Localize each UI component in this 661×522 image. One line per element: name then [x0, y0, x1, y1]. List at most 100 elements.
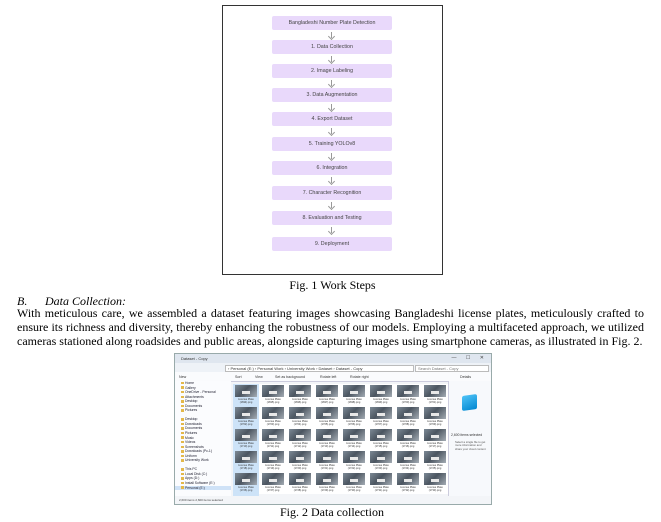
file-tile: License Plate (1712).png	[287, 428, 313, 452]
flow-arrow	[331, 56, 332, 62]
image-thumbnail	[343, 385, 365, 397]
window-controls: — ☐ ✕	[451, 355, 488, 361]
image-thumbnail	[262, 451, 284, 463]
flow-arrow	[331, 202, 332, 208]
file-tile: License Plate (1722).png	[341, 450, 367, 474]
image-thumbnail	[262, 473, 284, 485]
image-thumbnail	[370, 385, 392, 397]
file-label: License Plate (1731).png	[373, 486, 389, 492]
file-label: License Plate (1695).png	[265, 398, 281, 404]
folder-icon	[181, 454, 184, 458]
file-tile: License Plate (1708).png	[395, 406, 421, 430]
sidebar-item: Attachments	[175, 395, 231, 400]
image-thumbnail	[235, 385, 257, 397]
folder-icon	[181, 440, 184, 444]
window-title: Dataset - Copy	[181, 356, 208, 361]
sidebar-item: Install Software (E:)	[175, 481, 231, 486]
image-thumbnail	[424, 429, 446, 441]
file-tile: License Plate (1719).png	[260, 450, 286, 474]
folder-icon	[181, 468, 184, 471]
sidebar-item: Gallery	[175, 386, 231, 391]
window-titlebar: Dataset - Copy — ☐ ✕	[175, 354, 491, 363]
image-thumbnail	[262, 429, 284, 441]
file-label: License Plate (1707).png	[373, 420, 389, 426]
file-tile: License Plate (1717).png	[422, 428, 448, 452]
file-label: License Plate (1709).png	[427, 420, 443, 426]
file-label: License Plate (1717).png	[427, 442, 443, 448]
image-thumbnail	[289, 429, 311, 441]
toolbar-sort: Sort	[235, 374, 242, 379]
file-label: License Plate (1714).png	[346, 442, 362, 448]
toolbar-set-background: Set as background	[275, 374, 305, 379]
file-label: License Plate (1699).png	[373, 398, 389, 404]
image-thumbnail	[343, 473, 365, 485]
file-label: License Plate (1713).png	[319, 442, 335, 448]
file-label: License Plate (1730).png	[346, 486, 362, 492]
flow-arrow	[331, 80, 332, 86]
selection-count: 2,600 items selected	[451, 433, 483, 437]
file-tile: License Plate (1733).png	[422, 472, 448, 496]
file-label: License Plate (1720).png	[292, 464, 308, 470]
image-thumbnail	[289, 385, 311, 397]
file-tile: License Plate (1702).png	[233, 406, 259, 430]
image-thumbnail	[370, 451, 392, 463]
flow-step-2: 2. Image Labeling	[272, 64, 392, 78]
preview-pane: 2,600 items selected Select a single fil…	[448, 381, 491, 496]
image-thumbnail	[397, 451, 419, 463]
file-label: License Plate (1725).png	[427, 464, 443, 470]
file-tile: License Plate (1721).png	[314, 450, 340, 474]
figure-2-caption: Fig. 2 Data collection	[280, 505, 384, 519]
file-tile: License Plate (1701).png	[422, 384, 448, 408]
folder-icon	[181, 445, 184, 449]
file-tile: License Plate (1704).png	[287, 406, 313, 430]
toolbar-rotate-right: Rotate right	[350, 374, 369, 379]
file-label: License Plate (1716).png	[400, 442, 416, 448]
image-thumbnail	[397, 473, 419, 485]
file-label: License Plate (1723).png	[373, 464, 389, 470]
image-thumbnail	[289, 451, 311, 463]
flow-arrow	[331, 32, 332, 38]
image-thumbnail	[235, 473, 257, 485]
folder-icon	[181, 472, 184, 476]
flow-step-4: 4. Export Dataset	[272, 112, 392, 126]
file-tile: License Plate (1723).png	[368, 450, 394, 474]
file-label: License Plate (1727).png	[265, 486, 281, 492]
sidebar-item: Desktop	[175, 417, 231, 422]
file-explorer-screenshot: Dataset - Copy — ☐ ✕ › Personal (E:) › P…	[174, 353, 492, 505]
folder-icon	[181, 427, 184, 430]
file-label: License Plate (1704).png	[292, 420, 308, 426]
image-thumbnail	[370, 429, 392, 441]
toolbar-view: View	[255, 374, 263, 379]
file-label: License Plate (1711).png	[265, 442, 281, 448]
flow-arrow	[331, 227, 332, 233]
file-label: License Plate (1700).png	[400, 398, 416, 404]
flow-step-5: 5. Training YOLOv8	[272, 137, 392, 151]
file-label: License Plate (1708).png	[400, 420, 416, 426]
image-thumbnail	[343, 429, 365, 441]
file-label: License Plate (1710).png	[238, 442, 254, 448]
file-tile: License Plate (1703).png	[260, 406, 286, 430]
folder-icon	[181, 418, 184, 421]
image-thumbnail	[397, 385, 419, 397]
file-tile: License Plate (1707).png	[368, 406, 394, 430]
file-tile: License Plate (1710).png	[233, 428, 259, 452]
image-thumbnail	[343, 451, 365, 463]
flow-step-6: 6. Integration	[272, 161, 392, 175]
command-toolbar: New Sort View Set as background Rotate l…	[175, 372, 491, 382]
file-tile: License Plate (1698).png	[341, 384, 367, 408]
folder-icon	[181, 436, 184, 439]
image-thumbnail	[316, 473, 338, 485]
flow-step-9: 9. Deployment	[272, 237, 392, 251]
folder-icon	[181, 481, 184, 485]
address-bar: › Personal (E:) › Personal Work › Univer…	[225, 364, 414, 372]
image-thumbnail	[235, 429, 257, 441]
sidebar-item: Local Disk (C:)	[175, 472, 231, 477]
image-thumbnail	[262, 385, 284, 397]
file-tile: License Plate (1706).png	[341, 406, 367, 430]
sidebar-item: Pictures	[175, 408, 231, 413]
file-tile: License Plate (1696).png	[287, 384, 313, 408]
sidebar-item: Personal (E:)	[175, 485, 231, 491]
file-tile: License Plate (1699).png	[368, 384, 394, 408]
folder-icon	[181, 459, 184, 462]
